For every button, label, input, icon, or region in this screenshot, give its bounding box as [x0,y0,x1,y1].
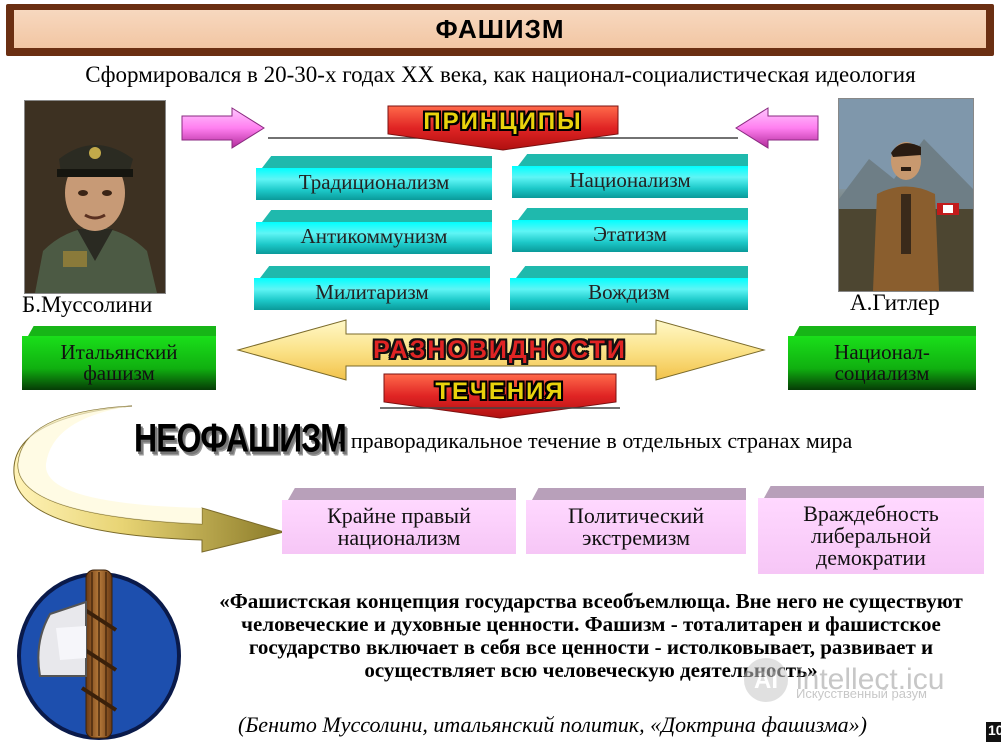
principles-banner-shape [268,105,738,151]
variety-label: Итальянский фашизм [60,340,178,385]
svg-text:AI: AI [754,667,778,694]
principle-label: Антикоммунизм [300,224,448,248]
currents-header: ТЕЧЕНИЯ [382,372,618,420]
principle-label: Традиционализм [298,170,450,194]
quote-attribution: (Бенито Муссолини, итальянский политик, … [238,712,868,737]
neofascism-description: - праворадикальное течение в отдельных с… [338,428,853,453]
trait-hostility-liberal-democracy: Враждебность либеральной демократии [758,486,984,574]
neofascism-label: НЕОФАШИЗМ [134,415,347,461]
principles-header: ПРИНЦИПЫ [268,104,738,152]
subtitle: Сформировался в 20-30-х годах XX века, к… [85,62,916,87]
principle-nationalism: Национализм [512,154,748,198]
watermark-subtext: Искусственный разум [796,686,927,701]
currents-title: ТЕЧЕНИЯ [435,378,565,405]
double-arrow-icon [236,319,766,381]
currents-underline [380,407,620,409]
variety-italian-fascism: Итальянский фашизм [22,326,216,390]
caption-mussolini: Б.Муссолини [22,292,153,317]
variety-national-socialism: Национал-социализм [788,326,976,390]
variety-label: Национал-социализм [834,340,930,385]
principle-militarism: Милитаризм [254,266,490,310]
watermark-text: intellect.icu [796,663,945,696]
principle-etatism: Этатизм [512,208,748,252]
portrait-hitler [838,98,974,292]
trait-label: Враждебность либеральной демократии [803,501,939,570]
principle-label: Национализм [569,168,691,192]
principle-anticommunism: Антикоммунизм [256,210,492,254]
principles-title: ПРИНЦИПЫ [423,108,583,135]
principle-traditionalism: Традиционализм [256,156,492,200]
arrow-right-icon [181,107,265,149]
caption-hitler: А.Гитлер [850,290,940,315]
trait-label: Крайне правый национализм [327,503,471,550]
page-number: 10 [986,722,1001,742]
trait-label: Политический экстремизм [567,503,705,550]
curved-arrow-icon [13,405,286,553]
portrait-mussolini [24,100,166,294]
page-title: ФАШИЗМ [435,13,565,44]
title-banner: ФАШИЗМ [14,10,986,48]
varieties-title: РАЗНОВИДНОСТИ [373,336,627,364]
principle-label: Вождизм [588,280,670,304]
watermark-logo-icon: AI [744,658,788,702]
watermark: AI intellect.icu Искусственный разум [742,656,944,704]
mussolini-quote: «Фашистская концепция государства всеобъ… [219,589,963,682]
trait-political-extremism: Политический экстремизм [526,488,746,554]
currents-banner-shape [383,373,617,419]
principle-leaderism: Вождизм [510,266,748,310]
hitler-image [839,99,973,291]
mussolini-image [25,101,165,293]
trait-far-right-nationalism: Крайне правый национализм [282,488,516,554]
arrow-left-icon [735,107,819,149]
principle-label: Этатизм [593,222,667,246]
principle-label: Милитаризм [315,280,429,304]
fasces-emblem-icon [17,569,181,740]
